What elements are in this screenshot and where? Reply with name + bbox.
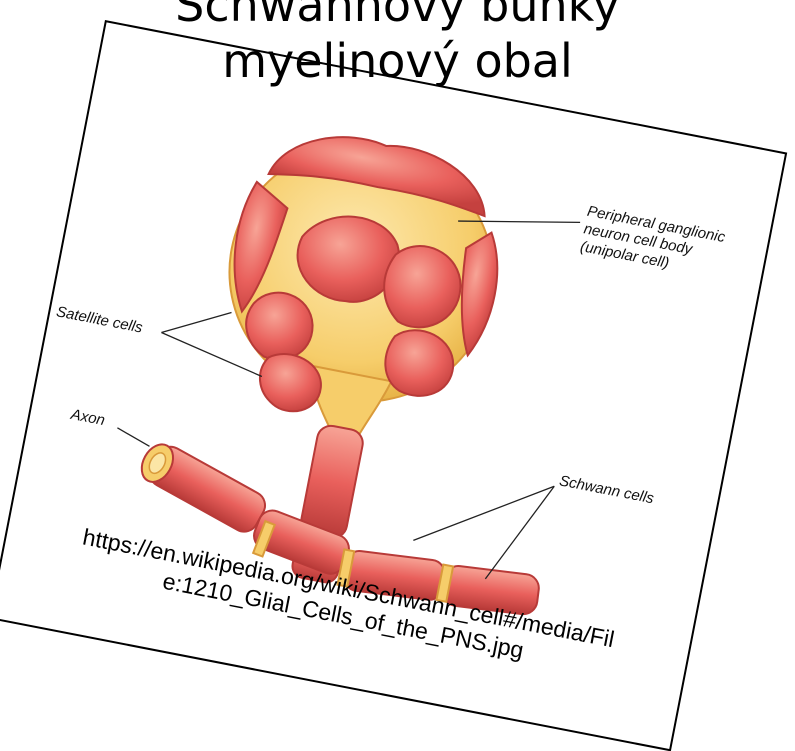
label-schwann-cells: Schwann cells [558,472,656,507]
figure-card: Peripheral ganglionic neuron cell body (… [0,20,787,751]
label-satellite-cells: Satellite cells [55,303,145,336]
slide-title-line-2: myelinový obal [0,38,795,84]
label-axon: Axon [69,406,107,429]
